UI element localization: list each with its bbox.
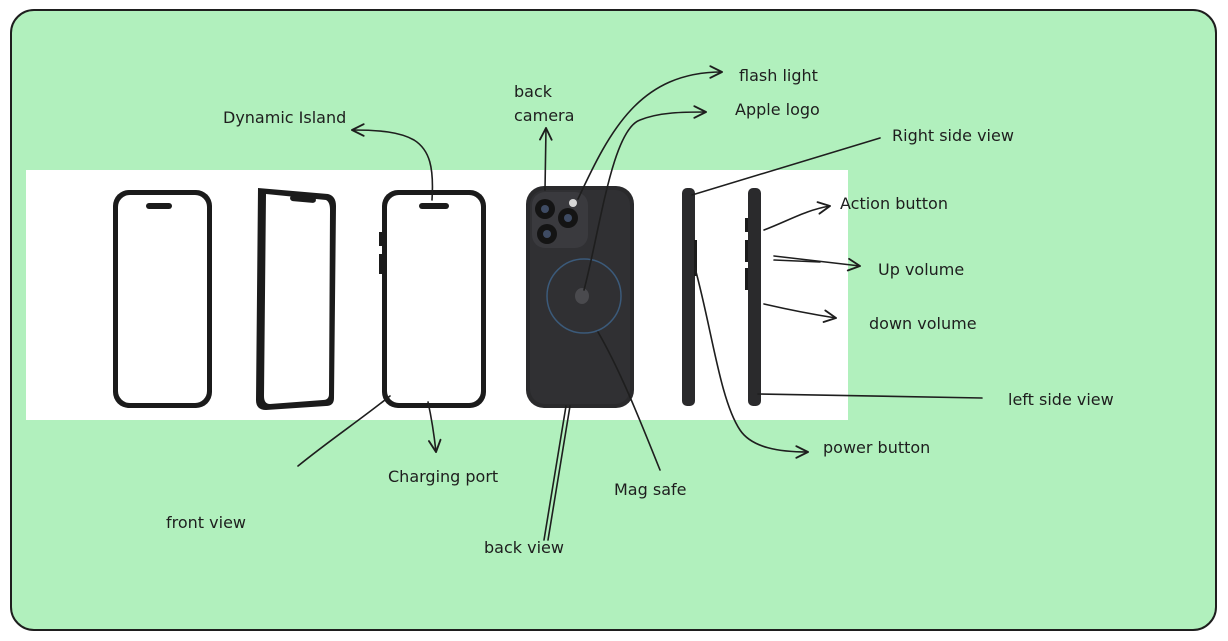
- phone-left-side-view: [745, 188, 761, 406]
- mag-safe-line: [597, 331, 661, 471]
- left-side-view-line: [757, 393, 983, 399]
- label-back-camera-line2: camera: [514, 106, 575, 125]
- label-action-button: Action button: [840, 194, 948, 213]
- back-view-line: [543, 405, 567, 541]
- label-back-view: back view: [484, 538, 564, 557]
- label-front-view: front view: [166, 513, 246, 532]
- annotation-arrows: [297, 65, 983, 541]
- front-view-line: [297, 395, 391, 467]
- label-dynamic-island: Dynamic Island: [223, 108, 347, 127]
- label-charging-port: Charging port: [388, 467, 499, 486]
- up-volume-arrow: [773, 255, 861, 272]
- flash-light-arrow: [577, 65, 723, 200]
- label-up-volume: Up volume: [878, 260, 965, 279]
- label-down-volume: down volume: [869, 314, 977, 333]
- label-apple-logo: Apple logo: [735, 100, 820, 119]
- phone-back-view: [526, 186, 634, 408]
- label-right-side-view: Right side view: [892, 126, 1014, 145]
- right-side-view-line: [691, 137, 881, 196]
- apple-logo-arrow: [583, 105, 707, 291]
- dynamic-island-arrow: [351, 123, 434, 201]
- label-left-side-view: left side view: [1008, 390, 1114, 409]
- action-button-arrow: [763, 201, 831, 231]
- label-back-camera-line1: back: [514, 82, 553, 101]
- phone-front-view-annotated: [379, 190, 486, 408]
- label-mag-safe: Mag safe: [614, 480, 687, 499]
- phone-angled-front-view: [256, 188, 336, 410]
- power-button-arrow: [694, 267, 809, 459]
- back-view-line-2: [547, 405, 571, 541]
- label-power-button: power button: [823, 438, 931, 457]
- phone-front-view: [113, 190, 212, 408]
- charging-port-arrow: [427, 401, 442, 453]
- phone-right-side-view: [682, 188, 697, 406]
- down-volume-arrow: [763, 303, 837, 323]
- label-flash-light: flash light: [739, 66, 818, 85]
- back-camera-arrow: [539, 127, 553, 191]
- up-volume-arrow-2: [773, 259, 821, 263]
